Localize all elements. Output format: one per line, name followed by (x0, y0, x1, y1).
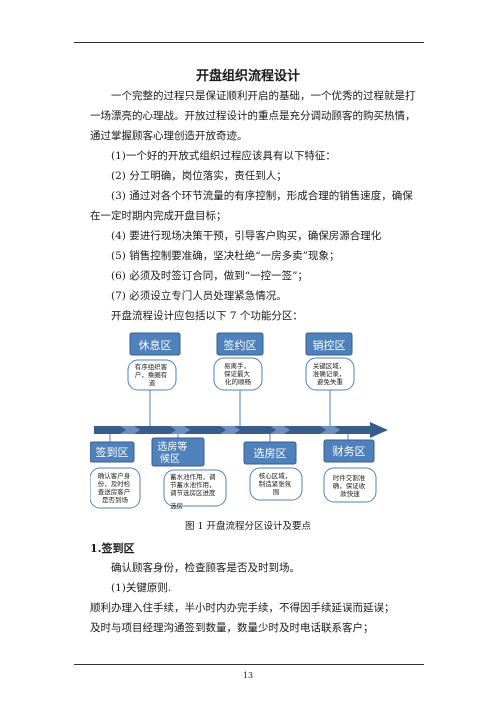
callout-selection (249, 467, 303, 501)
svg-text:确认客户身 份，及时检 查送房客户: 确认客户身 份，及时检 查送房客户 是否到场 (98, 471, 133, 504)
callout-rest-line: 道 (149, 378, 156, 387)
area-box-salescontrol (305, 332, 353, 356)
intro-paragraph: 一个完整的过程只是保证顺利开启的基础，一个优秀的过程就是打一场漂亮的心理战。开放… (90, 90, 416, 142)
callout-selection-line: 围 (273, 488, 280, 496)
page-title: 开盘组织流程设计 (195, 69, 300, 84)
area-box-selection (243, 441, 297, 465)
chevron-icon (270, 426, 290, 434)
callout-sign-line: 易离手， (224, 361, 250, 370)
areas-intro: 开盘流程设计应包括以下 7 个功能分区： (111, 310, 303, 322)
callout-finance-line: 时件交割准 (333, 473, 366, 482)
area-label-selection: 选房区 (254, 447, 287, 460)
area-label-finance: 财务区 (333, 444, 366, 458)
area-box-sign (216, 332, 264, 356)
list-item-3: (3) 通过对各个环节流量的有序控制，形成合理的销售速度，确保在一定时期内完成开… (90, 190, 413, 222)
callout-waiting-line: 节蓄水池作用， (170, 480, 216, 489)
section-paragraph: (1)关键原则. (111, 582, 172, 594)
flow-diagram: 休息区 签约区 销控区 有序组织客 户，乘圈有 道 易离手， 保证最大 化的顺畅… (90, 332, 388, 510)
chevron-icon (120, 426, 140, 434)
area-box-rest (129, 332, 181, 356)
area-label-rest: 休息区 (139, 338, 172, 352)
footer-rule (74, 664, 424, 665)
area-label-waiting: 候区 (160, 452, 180, 465)
callout-checkin-line: 是否到场 (102, 495, 129, 504)
svg-text:有序组织客 户，乘圈有 道: 有序组织客 户，乘圈有 道 (135, 362, 170, 387)
callout-rest-line: 户，乘圈有 (135, 370, 168, 379)
area-label-sign: 签约区 (224, 338, 257, 352)
list-item-5: (5) 销售控制要准确，坚决杜绝“一房多卖”现象； (111, 250, 340, 262)
callout-salescontrol-line: 关键区域， (313, 361, 346, 370)
callout-checkin-line: 确认客户身 (98, 471, 131, 480)
figure-caption: 图 1 开盘流程分区设计及要点 (184, 521, 312, 532)
callout-checkin (90, 467, 141, 509)
callout-waiting-line: 调节选房区进度 (170, 488, 216, 497)
callout-rest-line: 有序组织客 (135, 362, 168, 371)
svg-text:选房等 候区: 选房等 候区 (157, 440, 190, 465)
callout-finance-line: 款快速 (340, 489, 360, 498)
callout-waiting-line: 选房 (170, 501, 183, 510)
section-heading: 1.签到区 (90, 542, 135, 555)
area-box-waiting (151, 437, 205, 467)
section-paragraph: 及时与项目经理沟通签到数量，数量少时及时电话联系客户； (90, 622, 374, 634)
svg-text:时件交割准 确，保证收 款快速: 时件交割准 确，保证收 款快速 (333, 473, 368, 498)
callout-checkin-line: 查送房客户 (98, 487, 131, 496)
section-paragraph: 确认顾客身份，检查顾客是否及时到场。 (111, 562, 300, 574)
chevron-icon (170, 426, 190, 434)
callout-sign (213, 357, 263, 391)
svg-text:易离手， 保证最大 化的顺畅: 易离手， 保证最大 化的顺畅 (224, 361, 252, 386)
list-item-6: (6) 必须及时签订合同，做到“一控一签”； (111, 270, 308, 282)
list-item-1: (1)一个好的开放式组织过程应该具有以下特征： (111, 150, 336, 162)
area-label-checkin: 签到区 (96, 445, 129, 459)
callout-selection-line: 核心区域， (259, 471, 292, 480)
page-number: 13 (242, 671, 254, 680)
callout-checkin-line: 份，及时检 (98, 479, 131, 488)
list-item-4: (4) 要进行现场决策干预，引导客户购买，确保房源合理化 (111, 230, 382, 242)
chevron-icon (320, 426, 340, 434)
list-item-7: (7) 必须设立专门人员处理紧急情况。 (111, 290, 287, 302)
callout-finance (323, 467, 377, 503)
svg-text:核心区域， 制造紧张氛 围: 核心区域， 制造紧张氛 围 (259, 471, 294, 496)
callout-rest (127, 359, 177, 391)
svg-text:蓄水池作用，调 节蓄水池作用， 调节选房区进: 蓄水池作用，调 节蓄水池作用， 调节选房区进度 选房 (170, 472, 218, 510)
callout-sign-line: 化的顺畅 (225, 377, 252, 386)
chevron-icon (220, 426, 240, 434)
callout-selection-line: 制造紧张氛 (259, 479, 292, 488)
section-paragraph: 顺利办理入住手续，半小时内办完手续，不得因手续延误而延误； (90, 602, 395, 614)
callout-salescontrol-line: 准确记录， (313, 369, 346, 378)
callout-finance-line: 确，保证收 (333, 481, 366, 490)
area-label-waiting: 选房等 (157, 440, 187, 453)
callout-salescontrol (305, 357, 355, 391)
callout-waiting (163, 469, 227, 507)
area-label-salescontrol: 销控区 (313, 338, 346, 352)
header-rule (74, 42, 424, 43)
flow-arrow (94, 422, 388, 438)
area-box-finance (323, 439, 375, 463)
svg-text:关键区域， 准确记录， 避免失重: 关键区域， 准确记录， 避免失重 (313, 361, 348, 386)
callout-salescontrol-line: 避免失重 (317, 377, 344, 386)
callout-waiting-line: 蓄水池作用，调 (170, 472, 216, 481)
list-item-2: (2) 分工明确，岗位落实，责任到人； (111, 170, 287, 182)
area-box-checkin (90, 441, 135, 463)
callout-sign-line: 保证最大 (224, 369, 251, 378)
